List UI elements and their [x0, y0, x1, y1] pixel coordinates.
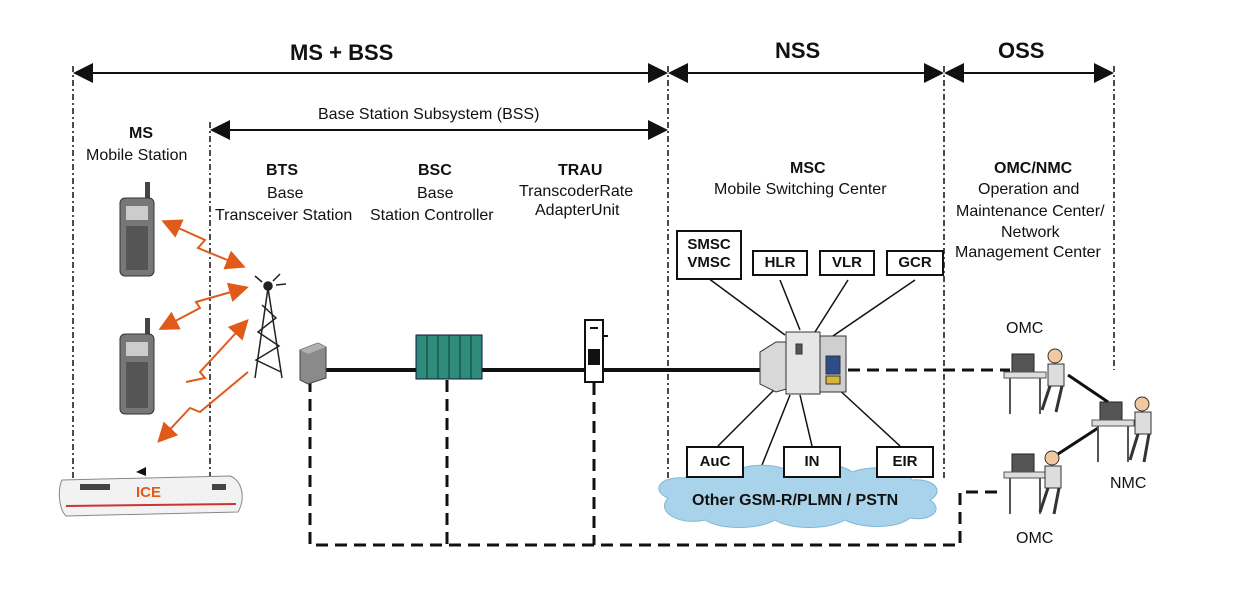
section-label-ms-bss: MS + BSS — [290, 40, 394, 65]
section-label-oss: OSS — [998, 38, 1045, 63]
smsc-label: SMSC — [687, 236, 731, 253]
omc-top-label: OMC — [1006, 320, 1044, 337]
omc-nmc-title: OMC/NMC — [994, 160, 1073, 177]
train-label: ICE — [136, 484, 162, 501]
omc-bottom-label: OMC — [1016, 530, 1054, 547]
vmsc-label: VMSC — [687, 254, 731, 271]
antenna-tower-icon — [254, 273, 287, 379]
trau-line2: AdapterUnit — [535, 202, 620, 219]
msc-connections — [707, 277, 916, 471]
eir-box: EIR — [876, 446, 934, 478]
gcr-box: GCR — [886, 250, 944, 276]
bts-line1: Base — [267, 185, 304, 202]
mobile-phone-icon — [119, 182, 155, 277]
trau-title: TRAU — [558, 162, 603, 179]
omc-nmc-line4: Management Center — [955, 244, 1101, 261]
server-cabinet-icon — [415, 334, 483, 380]
trau-line1: TranscoderRate — [519, 183, 634, 200]
section-arrows — [73, 63, 1114, 140]
ms-title: MS — [129, 125, 153, 142]
switch-icon — [759, 331, 847, 395]
workstation-operator-icon — [1091, 396, 1152, 463]
section-dividers — [72, 66, 1115, 480]
ms-desc: Mobile Station — [86, 147, 188, 164]
management-dashed-lines — [308, 368, 1010, 547]
nmc-label: NMC — [1110, 475, 1147, 492]
smsc-vmsc-box: SMSC VMSC — [676, 230, 742, 280]
bsc-line1: Base — [417, 185, 454, 202]
bts-line2: Transceiver Station — [215, 207, 353, 224]
omc-nmc-line1: Operation and — [978, 181, 1080, 198]
section-label-nss: NSS — [775, 38, 821, 63]
in-box: IN — [783, 446, 841, 478]
bts-title: BTS — [266, 162, 298, 179]
workstation-operator-icon — [1003, 450, 1062, 515]
nmc-link-bottom — [1057, 426, 1099, 456]
hlr-box: HLR — [752, 250, 808, 276]
trau-unit-icon — [584, 319, 608, 383]
train-icon — [58, 467, 243, 517]
bsc-line2: Station Controller — [370, 207, 494, 224]
mobile-phone-icon — [119, 318, 155, 415]
msc-desc: Mobile Switching Center — [714, 181, 887, 198]
auc-box: AuC — [686, 446, 744, 478]
vlr-box: VLR — [819, 250, 875, 276]
nmc-link-top — [1067, 373, 1109, 404]
omc-nmc-line2: Maintenance Center/ — [956, 203, 1105, 220]
bss-label: Base Station Subsystem (BSS) — [318, 106, 540, 123]
radio-signal-arrows — [157, 219, 249, 443]
msc-title: MSC — [790, 160, 826, 177]
bsc-title: BSC — [418, 162, 452, 179]
omc-nmc-line3: Network — [1001, 224, 1060, 241]
bts-cabinet-icon — [299, 342, 327, 385]
workstation-operator-icon — [1003, 348, 1065, 414]
cloud-label: Other GSM-R/PLMN / PSTN — [692, 492, 899, 509]
